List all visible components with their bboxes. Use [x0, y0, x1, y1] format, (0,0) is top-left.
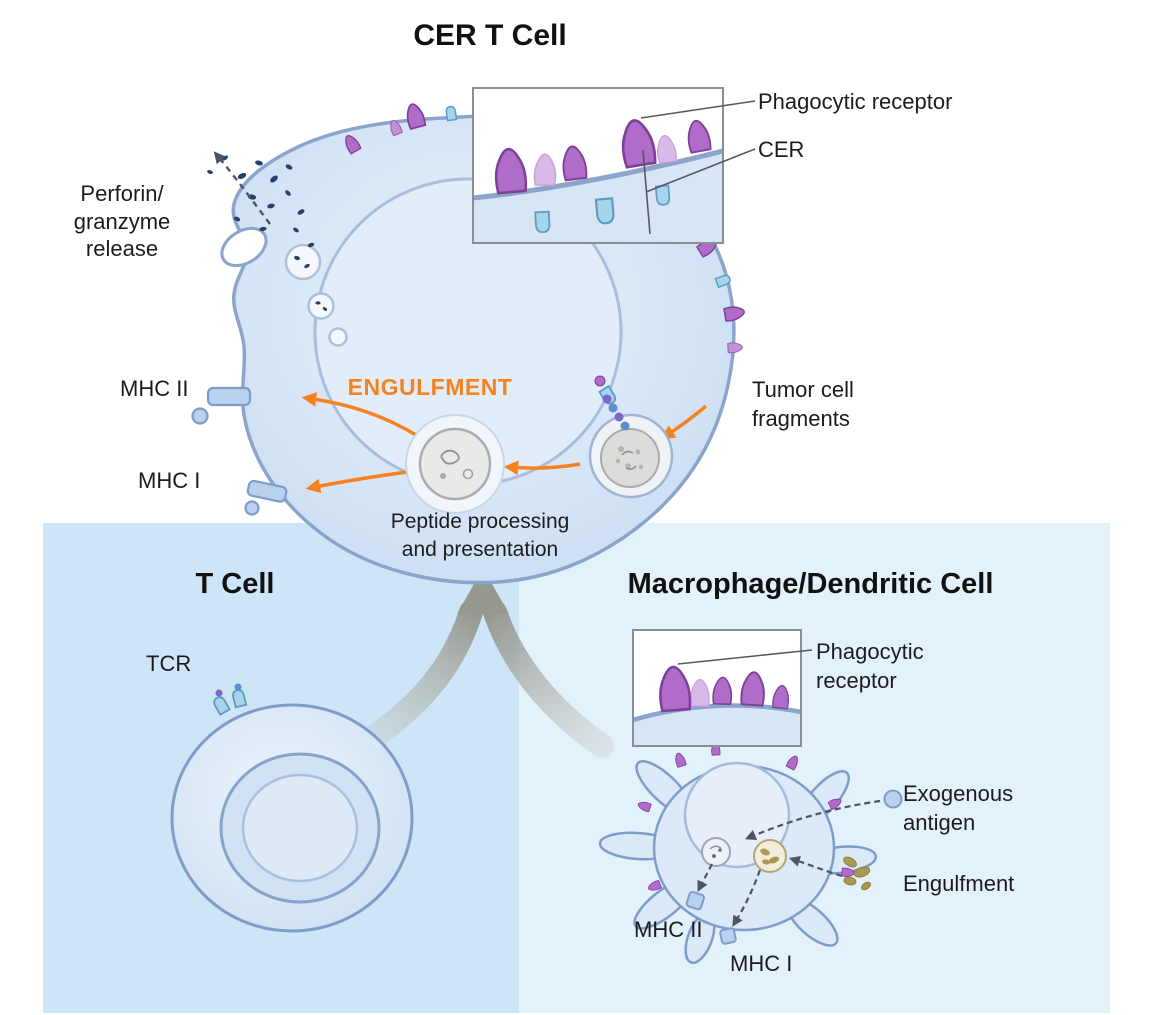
exocytosis-notch	[220, 226, 268, 268]
processing-vesicle	[405, 414, 505, 514]
cer-t-cell-figure	[191, 87, 756, 585]
phagocytic-pointer-line	[640, 100, 756, 119]
free-fragments	[843, 856, 871, 891]
tcr-receptor	[211, 683, 248, 716]
perforin-release-arrow	[213, 151, 271, 225]
convergence-arrow	[360, 568, 614, 758]
macro-dashed-arrows	[697, 799, 881, 927]
macrophage-figure	[598, 629, 903, 965]
phagosome	[588, 413, 674, 499]
macro-endosome	[701, 837, 731, 867]
macro-mhc1-receptor	[719, 927, 737, 945]
cer-pointer-line	[642, 148, 756, 235]
macro-tan-vesicle	[753, 839, 787, 873]
macro-inset	[632, 629, 813, 747]
macro-mhc2-receptor	[685, 890, 705, 911]
macro-phago-pointer-line	[677, 649, 813, 665]
cer-inset	[472, 87, 756, 244]
engulfing-receptor	[594, 375, 630, 431]
t-cell-figure	[170, 683, 414, 933]
exogenous-antigen-particle	[883, 789, 903, 809]
mhc1-receptor	[244, 479, 288, 516]
mhc2-receptor	[191, 386, 252, 425]
secretory-vesicles	[284, 243, 348, 347]
